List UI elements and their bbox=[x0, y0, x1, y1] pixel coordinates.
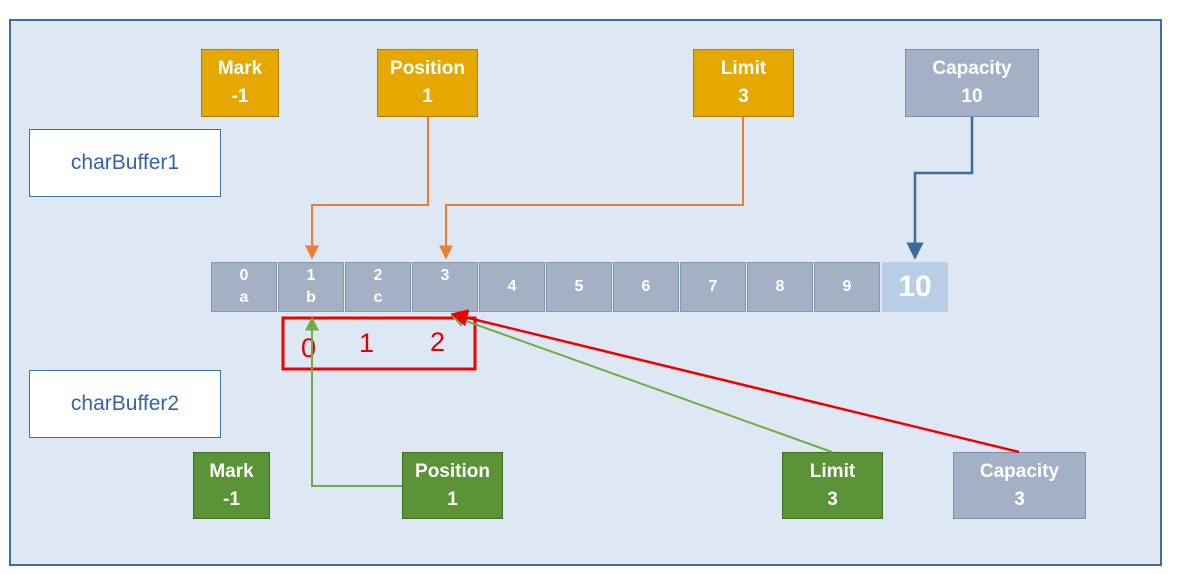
array-cell: 4 bbox=[479, 262, 545, 312]
buffer1-limit-box: Limit 3 bbox=[693, 49, 794, 117]
buffer2-limit-arrow bbox=[450, 313, 833, 453]
cell-index: 3 bbox=[440, 267, 450, 284]
capacity-cell: 10 bbox=[882, 262, 948, 312]
array-cell: 8 bbox=[747, 262, 813, 312]
buffer2-mark-box: Mark -1 bbox=[193, 452, 270, 519]
buffer2-name: charBuffer2 bbox=[70, 392, 180, 415]
buffer1-position-label: Position bbox=[390, 58, 465, 79]
buffer1-limit-value: 3 bbox=[738, 86, 749, 107]
buffer2-limit-box: Limit 3 bbox=[782, 452, 883, 519]
buffer1-position-box: Position 1 bbox=[377, 49, 478, 117]
buffer2-mark-value: -1 bbox=[223, 488, 240, 510]
buffer1-position-value: 1 bbox=[422, 86, 433, 107]
buffer1-name: charBuffer1 bbox=[70, 151, 180, 174]
buffer2-capacity-value: 3 bbox=[1014, 488, 1025, 510]
buffer1-limit-label: Limit bbox=[720, 58, 767, 79]
buffer1-mark-box: Mark -1 bbox=[201, 49, 279, 117]
cell-char: b bbox=[306, 289, 316, 306]
cell-index: 6 bbox=[641, 278, 651, 295]
buffer2-capacity-label: Capacity bbox=[979, 460, 1060, 482]
buffer1-capacity-label: Capacity bbox=[932, 58, 1012, 79]
buffer2-position-arrow bbox=[305, 316, 402, 487]
slice-index-1: 1 bbox=[359, 328, 375, 358]
cell-index: 1 bbox=[306, 267, 316, 284]
buffer1-capacity-arrow bbox=[906, 117, 974, 260]
cell-index: 4 bbox=[507, 278, 517, 295]
buffer1-name-box: charBuffer1 bbox=[29, 129, 221, 197]
buffer2-position-label: Position bbox=[415, 460, 490, 482]
cell-index: 8 bbox=[775, 278, 785, 295]
array-cell: 6 bbox=[613, 262, 679, 312]
buffer2-limit-label: Limit bbox=[809, 460, 856, 482]
array-cell: 5 bbox=[546, 262, 612, 312]
buffer2-position-value: 1 bbox=[447, 488, 458, 510]
cell-char: c bbox=[373, 289, 383, 306]
capacity-cell-label: 10 bbox=[898, 270, 932, 303]
array-cell: 3 bbox=[412, 262, 478, 312]
buffer2-position-box: Position 1 bbox=[402, 452, 503, 519]
cell-index: 5 bbox=[574, 278, 584, 295]
buffer2-limit-value: 3 bbox=[827, 488, 838, 510]
cell-index: 0 bbox=[239, 267, 249, 284]
buffer2-name-box: charBuffer2 bbox=[29, 370, 221, 438]
cell-index: 2 bbox=[373, 267, 383, 284]
slice-index-2: 2 bbox=[430, 327, 446, 357]
array-cell: 2 c bbox=[345, 262, 411, 312]
slice-highlight-box bbox=[281, 316, 477, 371]
buffer2-capacity-box: Capacity 3 bbox=[953, 452, 1086, 519]
buffer1-position-arrow bbox=[305, 117, 429, 260]
cell-index: 9 bbox=[842, 278, 852, 295]
array-cell: 0 a bbox=[211, 262, 277, 312]
cell-index: 7 bbox=[708, 278, 718, 295]
buffer1-capacity-value: 10 bbox=[961, 86, 983, 107]
buffer1-capacity-box: Capacity 10 bbox=[905, 49, 1039, 117]
buffer1-mark-label: Mark bbox=[217, 58, 263, 79]
cell-char: a bbox=[239, 289, 249, 306]
array-cell: 7 bbox=[680, 262, 746, 312]
array-cell: 9 bbox=[814, 262, 880, 312]
buffer1-limit-arrow bbox=[439, 117, 744, 260]
buffer2-capacity-arrow bbox=[450, 309, 1020, 454]
array-cell: 1 b bbox=[278, 262, 344, 312]
buffer1-mark-value: -1 bbox=[231, 86, 249, 107]
buffer2-mark-label: Mark bbox=[209, 460, 254, 482]
